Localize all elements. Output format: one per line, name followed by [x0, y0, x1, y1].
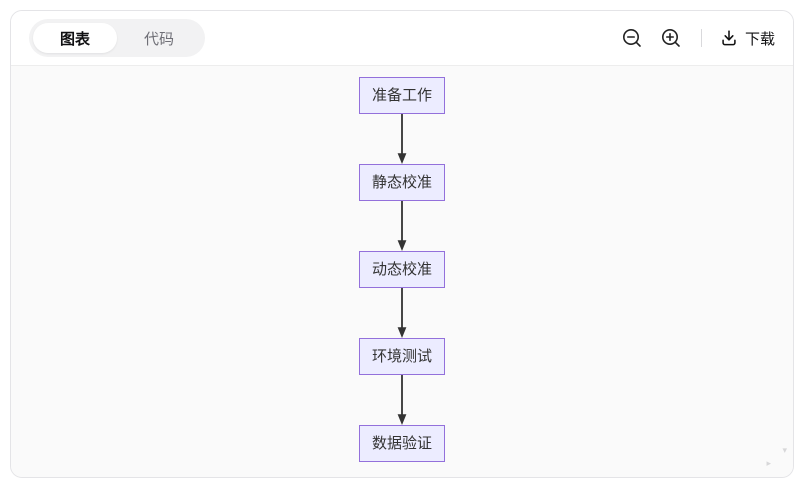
- flowchart: 准备工作 静态校准 动态校准 环境测试 数据验证: [11, 77, 793, 462]
- resize-corner-right-icon: ▸: [766, 458, 771, 468]
- download-label: 下载: [744, 30, 775, 48]
- diagram-panel: 图表 代码: [10, 10, 794, 478]
- flow-node-static-calibration: 静态校准: [358, 164, 445, 201]
- download-icon: [722, 30, 736, 46]
- zoom-out-button[interactable]: [619, 25, 645, 51]
- magnifier-plus-icon: [661, 29, 680, 47]
- download-button[interactable]: 下载: [719, 28, 775, 49]
- flow-node-environment-test: 环境测试: [358, 338, 445, 375]
- magnifier-minus-icon: [622, 29, 641, 47]
- tab-code[interactable]: 代码: [117, 23, 201, 53]
- toolbar: 下载: [619, 25, 775, 51]
- flow-arrow: [397, 201, 407, 251]
- flow-node-dynamic-calibration: 动态校准: [358, 251, 445, 288]
- resize-corner-down-icon: ▾: [782, 445, 787, 455]
- flow-node-data-validation: 数据验证: [358, 425, 445, 462]
- flow-arrow: [397, 375, 407, 425]
- panel-header: 图表 代码: [11, 11, 793, 66]
- view-tabs: 图表 代码: [29, 19, 205, 57]
- diagram-canvas[interactable]: 准备工作 静态校准 动态校准 环境测试 数据验证 ▾: [11, 66, 793, 477]
- flow-arrow: [397, 288, 407, 338]
- toolbar-divider: [700, 29, 702, 47]
- flow-arrow: [397, 114, 407, 164]
- zoom-in-button[interactable]: [658, 25, 684, 51]
- tab-chart[interactable]: 图表: [33, 23, 117, 53]
- flow-node-prepare: 准备工作: [358, 77, 445, 114]
